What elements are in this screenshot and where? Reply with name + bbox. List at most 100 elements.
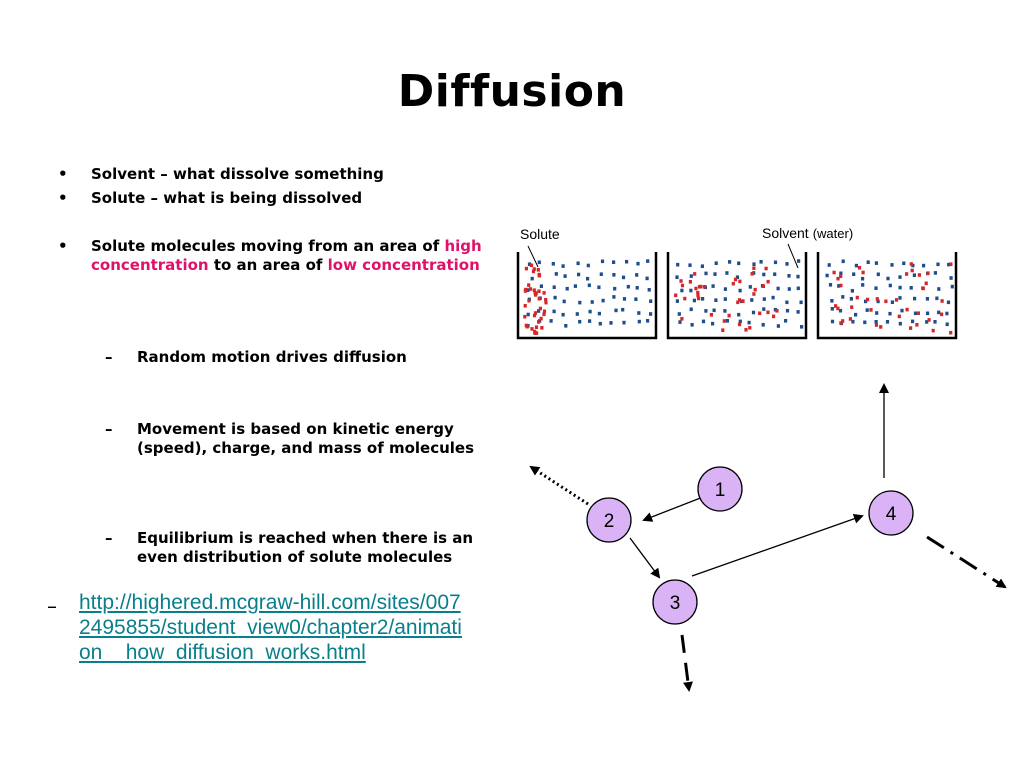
molecule-dot [950, 284, 954, 289]
molecule-dot [905, 272, 909, 276]
molecule-dot [561, 264, 565, 268]
molecule-dot [680, 283, 685, 288]
molecule-dot [532, 288, 536, 292]
molecule-dot [912, 273, 916, 277]
molecule-dot [693, 272, 697, 276]
molecule-dot [916, 311, 920, 315]
animation-link[interactable]: http://highered.mcgraw-hill.com/sites/00… [79, 591, 462, 664]
molecule-dot [689, 307, 693, 312]
molecule-dot [888, 311, 892, 316]
molecule-dot [523, 289, 527, 293]
molecule-dot [733, 277, 738, 282]
molecule-dot [752, 262, 756, 266]
molecule-dot [530, 327, 534, 331]
molecule-dot [874, 261, 878, 265]
dash-marker: – [105, 420, 113, 438]
highlight-low-concentration: low concentration [327, 256, 480, 274]
molecule-dot [723, 297, 727, 301]
molecule-dot [649, 299, 653, 303]
molecule-dot [857, 266, 862, 270]
molecule-dot [597, 311, 601, 316]
molecule-dot [565, 286, 569, 291]
molecule-dot [700, 264, 704, 268]
molecule-dot [527, 283, 531, 287]
molecule-dot [855, 295, 859, 300]
molecule-dot [909, 326, 913, 330]
molecule-dot [626, 284, 630, 289]
molecule-dot [704, 271, 708, 276]
solute-label: Solute [520, 226, 560, 242]
molecule-dot [577, 272, 581, 277]
molecule-dot [898, 285, 902, 290]
molecule-dot [537, 273, 542, 278]
molecule-dot [561, 312, 565, 317]
molecule-dot [772, 314, 776, 319]
molecule-dot [621, 275, 626, 280]
molecule-dot [787, 274, 791, 278]
molecule-dot [750, 272, 754, 276]
molecule-dot [738, 319, 742, 324]
molecule-dot [876, 272, 880, 277]
molecule-dot [697, 285, 702, 289]
node-3-label: 3 [670, 593, 681, 614]
molecule-dot [612, 260, 616, 264]
molecule-dot [737, 312, 741, 317]
molecule-dot [535, 331, 539, 335]
molecule-dot [529, 263, 534, 268]
text-segment: to an area of [208, 256, 328, 274]
molecule-dot [898, 296, 902, 300]
molecule-dot [599, 272, 603, 276]
molecule-dot [576, 261, 580, 266]
molecule-dot [737, 298, 742, 302]
bullet-text: Solvent – what dissolve something [91, 165, 384, 183]
node-1-circle [697, 466, 743, 512]
molecule-dot [775, 309, 779, 313]
molecule-dot [689, 288, 693, 293]
node-4-label: 4 [886, 504, 897, 525]
molecule-dot [680, 288, 684, 293]
molecule-dot [910, 268, 914, 273]
molecule-dot [869, 308, 873, 312]
molecule-dot [528, 287, 533, 291]
molecule-dot [621, 307, 625, 312]
molecule-dot [825, 273, 829, 278]
molecule-dot [890, 300, 894, 304]
subbullet-text: Random motion drives diffusion [137, 348, 407, 366]
molecule-dot [683, 296, 687, 301]
molecule-dot [552, 309, 556, 314]
molecule-dot [773, 272, 777, 276]
bullet-text: Solute molecules moving from an area of … [91, 237, 493, 275]
molecule-dot [722, 319, 726, 323]
molecule-dot [747, 320, 751, 325]
molecule-dot [909, 286, 913, 290]
molecule-dot [544, 298, 548, 302]
molecule-dot [796, 274, 800, 279]
molecule-dot [625, 259, 629, 264]
molecule-dot [898, 321, 902, 326]
arrow-1-to-2 [642, 496, 704, 522]
molecule-dot [771, 295, 775, 300]
molecule-dot [854, 263, 858, 268]
molecule-dot [796, 286, 800, 291]
molecule-dot [723, 287, 727, 291]
molecule-dot [917, 273, 921, 277]
molecule-dot [598, 321, 602, 326]
molecule-dot [612, 273, 616, 277]
molecule-dot [537, 320, 541, 324]
text-segment: Solute molecules moving from an area of [91, 237, 445, 255]
solvent-note: (water) [813, 226, 853, 241]
beaker-3 [816, 252, 958, 340]
molecule-dot [884, 299, 888, 304]
molecule-dot [534, 293, 538, 297]
molecule-dot [926, 311, 930, 316]
molecule-dot [875, 297, 879, 301]
molecule-dot [852, 272, 856, 276]
molecule-dot [711, 321, 715, 326]
molecule-dot [762, 297, 766, 301]
molecule-dot [773, 260, 778, 265]
molecule-dot [634, 297, 638, 301]
molecule-dot [748, 285, 752, 289]
molecule-dot [926, 271, 930, 275]
bullet-dot: • [58, 189, 68, 207]
molecule-dot [646, 259, 650, 263]
